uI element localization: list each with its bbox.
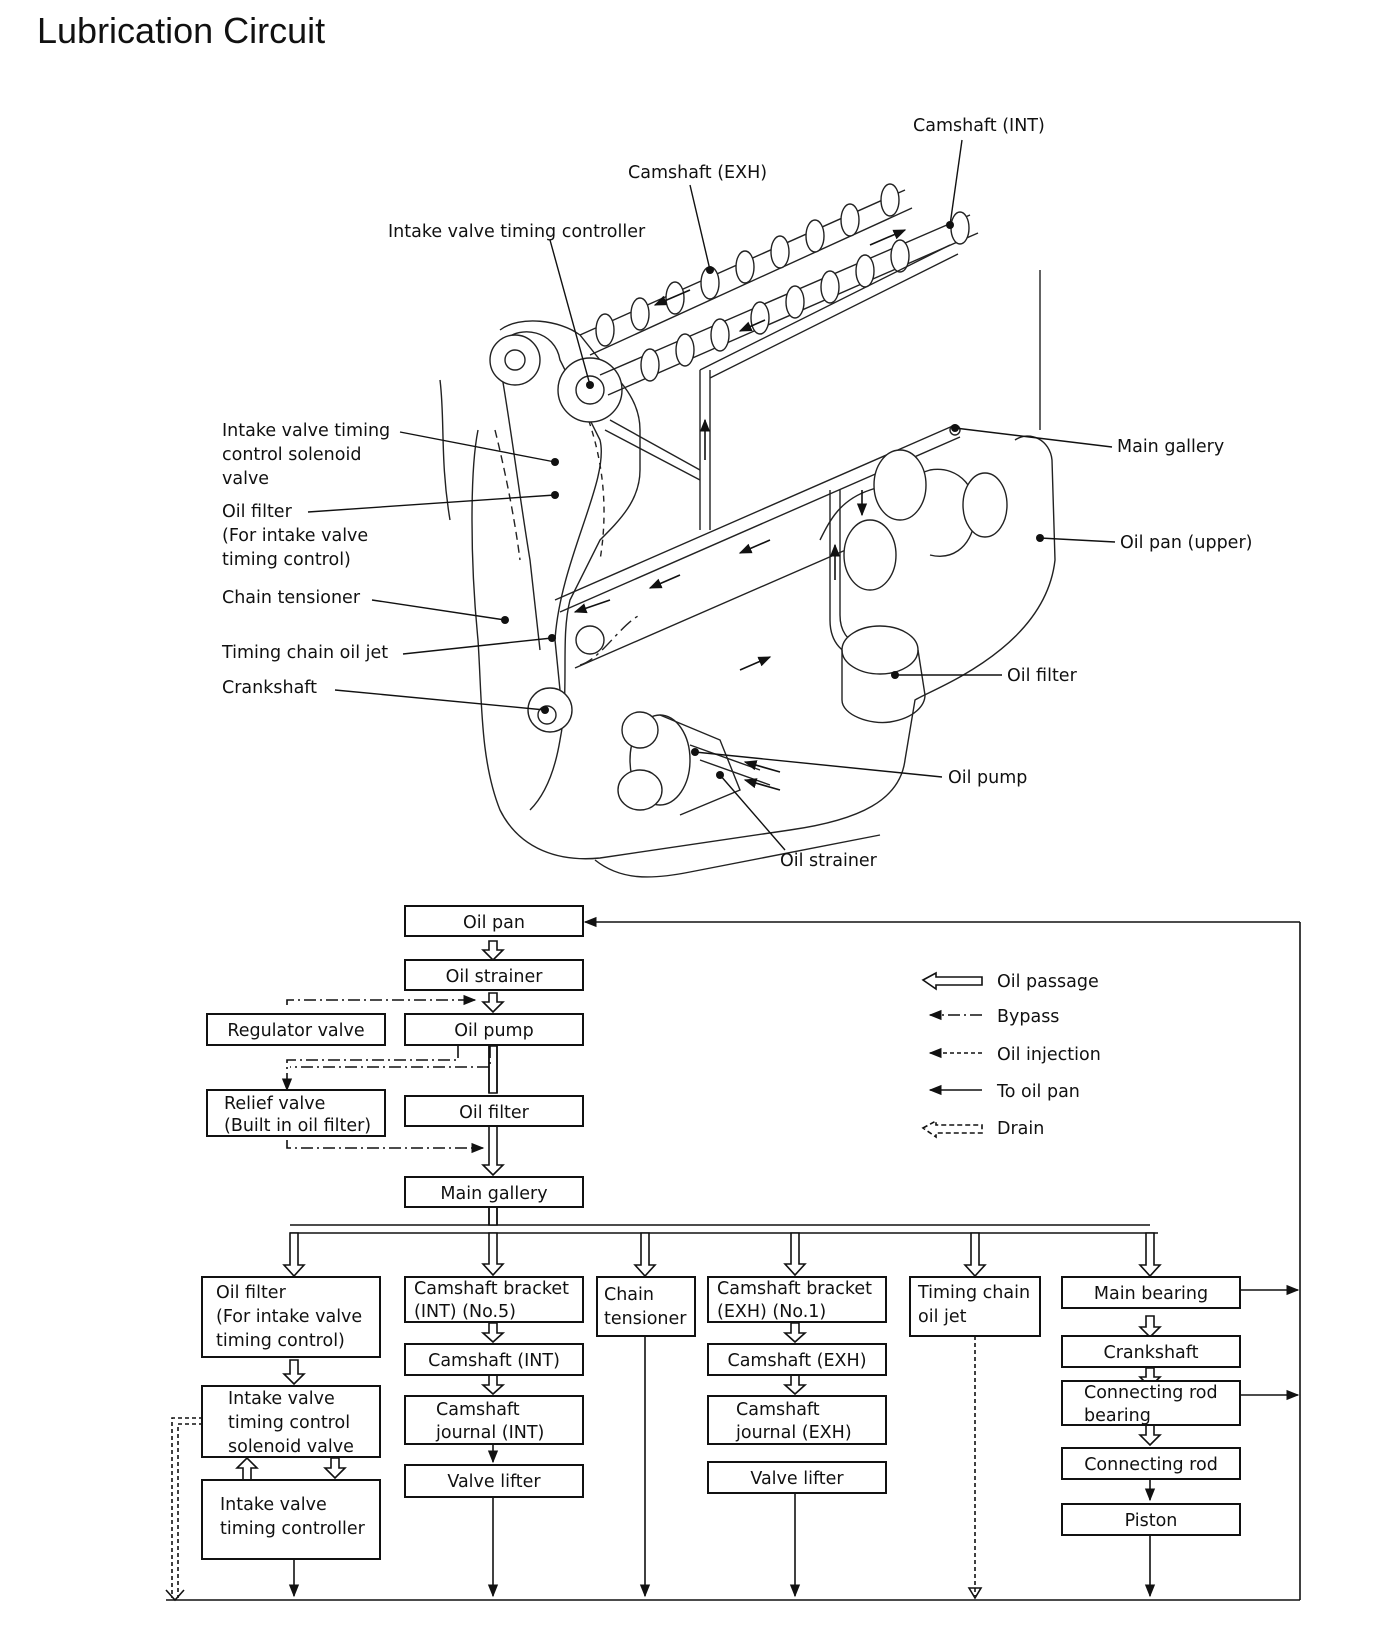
svg-text:Connecting rod: Connecting rod [1084,1383,1218,1403]
svg-text:timing control): timing control) [216,1331,345,1351]
flow-box-crankshaft: Crankshaft [1061,1335,1241,1368]
flow-box-main-gallery: Main gallery [404,1176,584,1208]
legend-oil-passage-icon [921,971,983,991]
camshaft-exh-lobes [595,183,900,347]
svg-text:journal (INT): journal (INT) [435,1423,544,1443]
flow-box-camshaft-exh: Camshaft (EXH) [707,1343,887,1376]
flow-box-cam-journal-int: Camshaft journal (INT) [404,1395,584,1445]
flow-chart: Oil pan Oil strainer Regulator valve Oil… [165,905,1301,1602]
svg-text:timing control: timing control [228,1413,350,1433]
svg-text:bearing: bearing [1084,1406,1151,1426]
illustration-leaders [307,139,1116,851]
flow-box-cam-journal-exh: Camshaft journal (EXH) [707,1395,887,1445]
flow-box-main-bearing: Main bearing [1061,1276,1241,1309]
flow-box-relief-valve: Relief valve (Built in oil filter) [206,1089,386,1137]
flow-box-ivt-controller: Intake valve timing controller [201,1479,381,1560]
svg-text:timing controller: timing controller [220,1519,366,1539]
svg-text:Oil pump: Oil pump [454,1021,533,1041]
label-oil-pan-upper: Oil pan (upper) [1120,533,1252,553]
svg-text:oil jet: oil jet [918,1307,967,1327]
svg-text:Camshaft: Camshaft [436,1400,520,1420]
svg-text:Camshaft bracket: Camshaft bracket [414,1279,569,1299]
flow-box-ivt-solenoid: Intake valve timing control solenoid val… [201,1385,381,1458]
label-ivt-controller: Intake valve timing controller [388,222,646,242]
svg-text:Camshaft (INT): Camshaft (INT) [428,1351,560,1371]
svg-text:Regulator valve: Regulator valve [227,1021,364,1041]
svg-text:Valve lifter: Valve lifter [447,1472,541,1492]
label-oil-filter: Oil filter [1007,666,1078,686]
svg-text:Main bearing: Main bearing [1094,1284,1208,1304]
svg-text:Intake valve: Intake valve [220,1495,327,1515]
svg-text:Crankshaft: Crankshaft [1103,1343,1198,1363]
svg-text:Camshaft bracket: Camshaft bracket [717,1279,872,1299]
legend-to-oil-pan: To oil pan [996,1082,1080,1102]
page-title: Lubrication Circuit [37,10,326,51]
label-chain-tensioner: Chain tensioner [222,588,361,608]
label-ivt-solenoid-3: valve [222,469,269,489]
svg-text:Intake valve: Intake valve [228,1389,335,1409]
flow-connectors [165,916,1301,1602]
flow-box-oil-strainer: Oil strainer [404,959,584,991]
label-timing-chain-oil-jet: Timing chain oil jet [221,643,388,663]
svg-text:(For intake valve: (For intake valve [216,1307,362,1327]
svg-text:(EXH) (No.1): (EXH) (No.1) [717,1302,826,1322]
flow-box-regulator-valve: Regulator valve [206,1013,386,1046]
svg-text:Main gallery: Main gallery [440,1184,547,1204]
legend: Oil passage Bypass Oil injection To oil … [921,971,1101,1139]
label-oil-strainer: Oil strainer [780,851,878,871]
legend-oil-injection: Oil injection [997,1045,1101,1065]
label-oil-filter-ivt-1: Oil filter [222,502,293,522]
label-oil-pump: Oil pump [948,768,1027,788]
svg-text:Camshaft: Camshaft [736,1400,820,1420]
svg-text:Oil filter: Oil filter [216,1283,287,1303]
svg-text:solenoid valve: solenoid valve [228,1437,354,1457]
svg-text:Relief valve: Relief valve [224,1094,325,1114]
label-camshaft-int: Camshaft (INT) [913,116,1045,136]
camshaft-int-lobes [640,211,970,382]
svg-text:Chain: Chain [604,1285,654,1305]
svg-text:(Built in oil filter): (Built in oil filter) [224,1116,371,1136]
label-oil-filter-ivt-2: (For intake valve [222,526,368,546]
svg-text:(INT) (No.5): (INT) (No.5) [414,1302,516,1322]
flow-box-camshaft-int: Camshaft (INT) [404,1343,584,1376]
label-main-gallery: Main gallery [1117,437,1224,457]
flow-box-cam-bracket-int: Camshaft bracket (INT) (No.5) [404,1276,584,1323]
legend-drain: Drain [997,1119,1044,1139]
svg-text:tensioner: tensioner [604,1309,687,1329]
svg-text:Oil strainer: Oil strainer [446,967,544,987]
flow-box-oil-filter: Oil filter [404,1095,584,1127]
flow-box-cam-bracket-exh: Camshaft bracket (EXH) (No.1) [707,1276,887,1323]
flow-box-conrod: Connecting rod [1061,1447,1241,1480]
label-ivt-solenoid-2: control solenoid [222,445,361,465]
svg-text:Timing chain: Timing chain [917,1283,1030,1303]
flow-box-oil-pump: Oil pump [404,1013,584,1046]
legend-drain-icon [921,1119,983,1139]
label-oil-filter-ivt-3: timing control) [222,550,351,570]
legend-bypass: Bypass [997,1007,1059,1027]
label-ivt-solenoid-1: Intake valve timing [222,421,390,441]
svg-text:Valve lifter: Valve lifter [750,1469,844,1489]
illustration-labels: Camshaft (INT) Camshaft (EXH) Intake val… [221,116,1252,871]
svg-text:Camshaft (EXH): Camshaft (EXH) [727,1351,866,1371]
svg-text:journal (EXH): journal (EXH) [735,1423,852,1443]
svg-text:Oil pan: Oil pan [463,913,525,933]
engine-illustration [439,183,1056,878]
label-crankshaft: Crankshaft [222,678,317,698]
flow-box-chain-tensioner: Chain tensioner [596,1276,696,1337]
flow-box-oil-pan: Oil pan [404,905,584,937]
flow-box-valve-lifter-int: Valve lifter [404,1464,584,1498]
flow-box-oil-filter-ivt: Oil filter (For intake valve timing cont… [201,1276,381,1358]
flow-box-valve-lifter-exh: Valve lifter [707,1461,887,1494]
flow-box-conrod-bearing: Connecting rod bearing [1061,1380,1241,1426]
svg-text:Oil filter: Oil filter [459,1103,530,1123]
svg-text:Connecting rod: Connecting rod [1084,1455,1218,1475]
legend-oil-passage: Oil passage [997,972,1099,992]
flow-box-piston: Piston [1061,1503,1241,1536]
svg-text:Piston: Piston [1125,1511,1178,1531]
label-camshaft-exh: Camshaft (EXH) [628,163,767,183]
flow-box-timing-chain-oil-jet: Timing chain oil jet [909,1276,1041,1337]
